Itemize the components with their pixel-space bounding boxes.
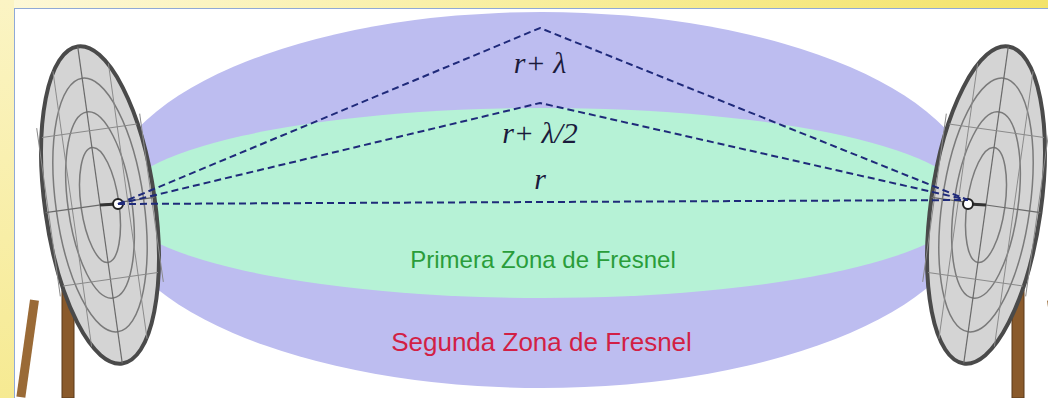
path-length-label: r+ λ/2 [502, 116, 578, 149]
path-length-label: r+ λ [514, 46, 566, 79]
zone-name: Primera Zona de Fresnel [410, 246, 675, 274]
zone-name: Segunda Zona de Fresnel [391, 327, 692, 358]
path-length-label: r [534, 162, 546, 195]
